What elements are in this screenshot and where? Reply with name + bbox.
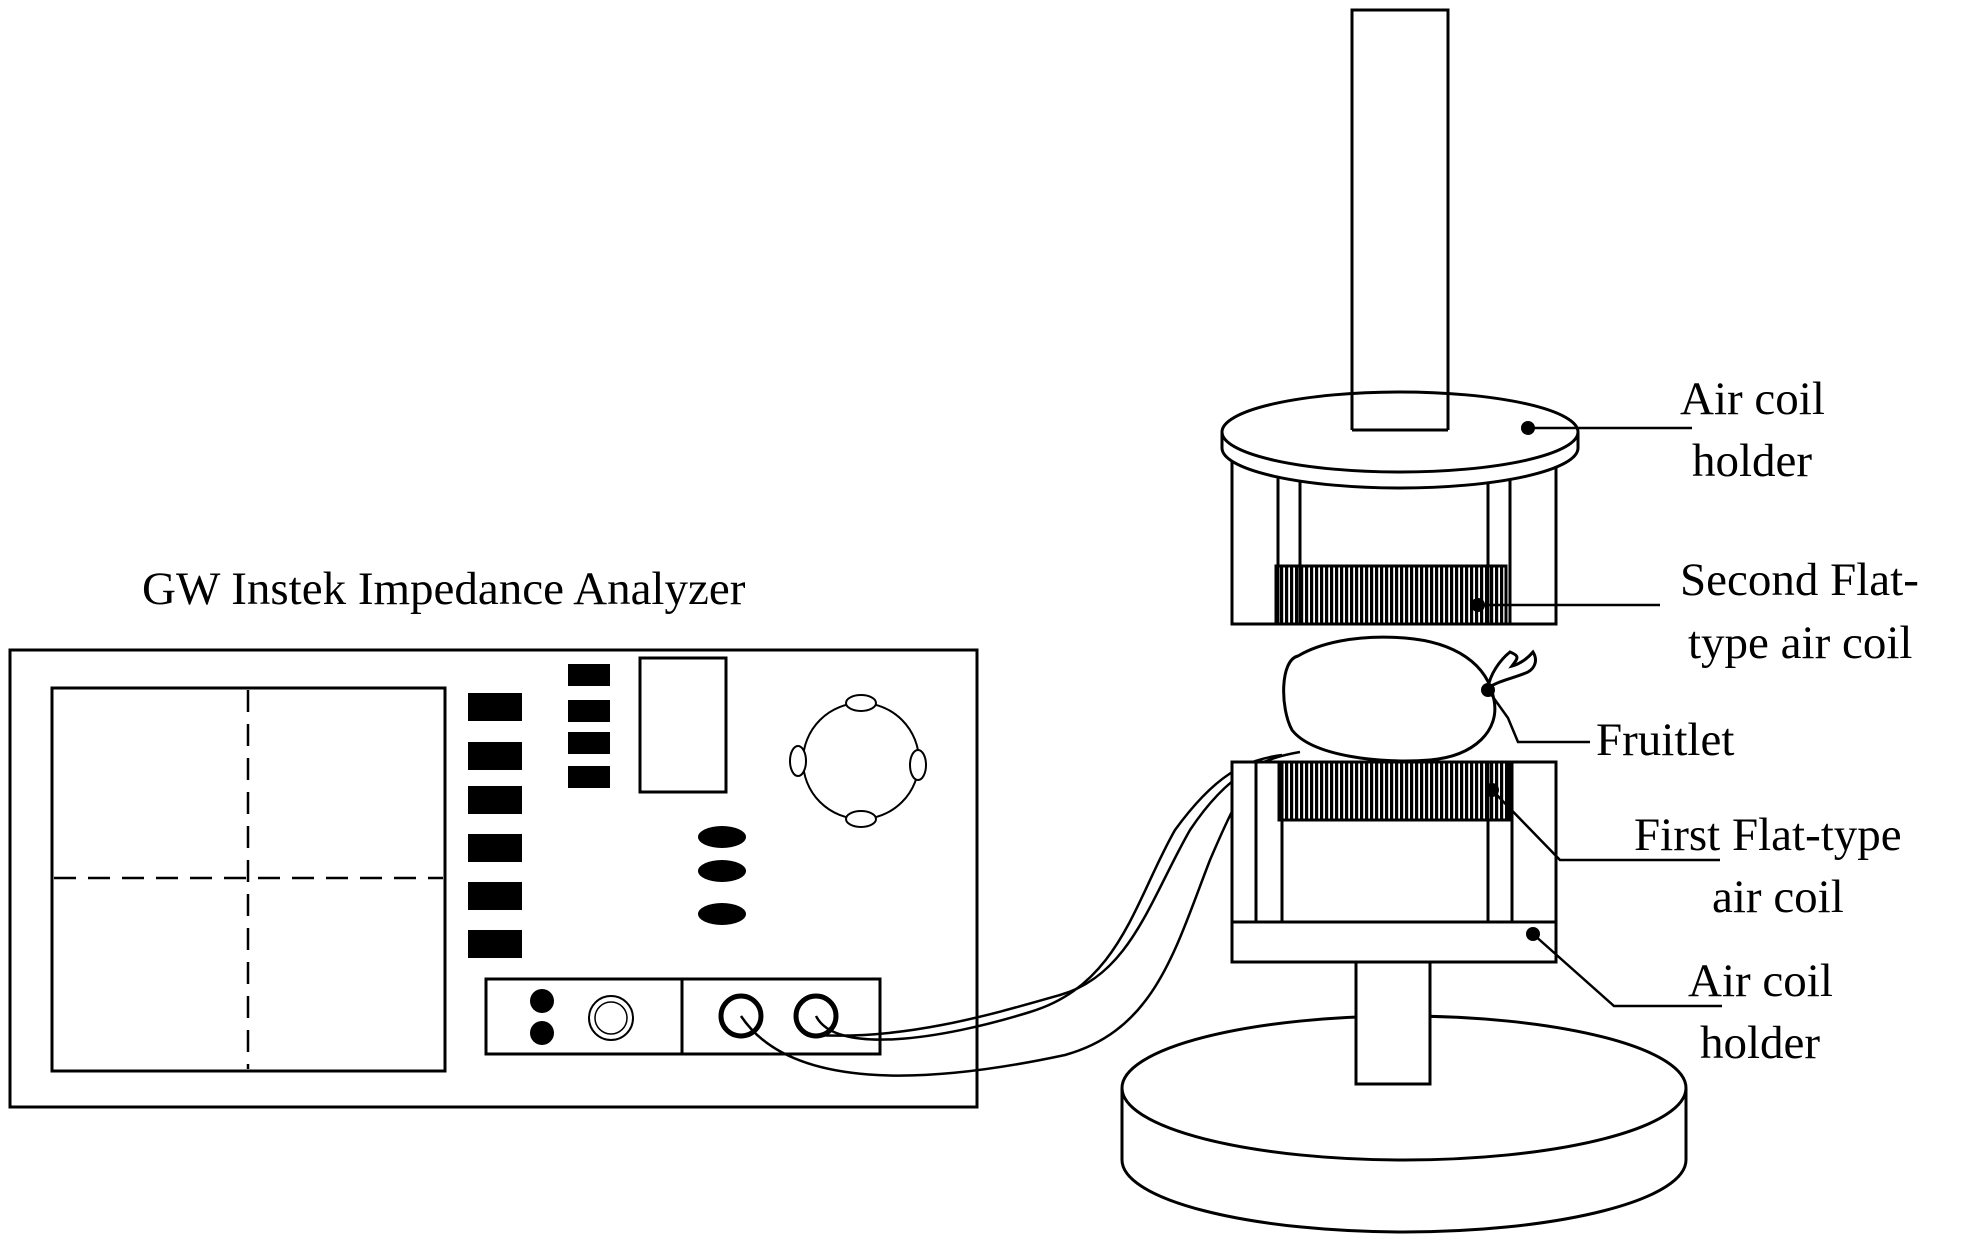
small-key: [568, 664, 610, 686]
label-top-holder-line2: holder: [1692, 435, 1812, 487]
function-key: [468, 742, 522, 770]
function-key: [468, 834, 522, 862]
analyzer-body: [8, 648, 979, 1109]
label-first-coil-line2: air coil: [1712, 871, 1844, 923]
dial-ring: [802, 702, 920, 820]
function-key: [468, 786, 522, 814]
fruitlet-stem: [1486, 649, 1537, 692]
dial-knob: [789, 745, 807, 777]
leader-dot: [1526, 927, 1540, 941]
label-bottom-holder-line2: holder: [1700, 1017, 1820, 1069]
cable: [815, 750, 1301, 1037]
bnc-terminal-left: [718, 993, 764, 1039]
leader-dot: [1471, 598, 1485, 612]
label-second-coil-line1: Second Flat-: [1680, 554, 1919, 606]
second-flat-type-air-coil: [1274, 564, 1508, 626]
knob-inner: [594, 1001, 628, 1035]
cable: [814, 753, 1283, 1041]
small-key: [568, 700, 610, 722]
leader-dots: [1471, 421, 1540, 941]
small-key: [568, 766, 610, 788]
measurement-cables: [739, 750, 1301, 1077]
coil-stand: [1120, 8, 1688, 1234]
dial-knob: [845, 810, 877, 828]
component-labels: Air coil holder Second Flat- type air co…: [1596, 373, 1919, 1069]
leader-dot: [1485, 783, 1499, 797]
small-key: [568, 732, 610, 754]
dial-knob: [909, 749, 927, 781]
cable: [739, 760, 1276, 1077]
label-bottom-holder-line1: Air coil: [1688, 955, 1833, 1007]
impedance-analyzer: GW Instek Impedance Analyzer: [8, 563, 979, 1109]
knob-outer: [588, 995, 634, 1041]
stand-upper-post: [1350, 8, 1450, 432]
function-keys-right: [568, 664, 610, 788]
function-key: [468, 882, 522, 910]
label-fruitlet: Fruitlet: [1596, 714, 1734, 766]
leader-lines: [1478, 426, 1722, 1008]
stand-lower-post: [1354, 960, 1432, 1086]
oval-button: [698, 860, 746, 882]
leader-first-coil: [1491, 789, 1720, 862]
label-top-holder-line1: Air coil: [1680, 373, 1825, 425]
function-key: [468, 930, 522, 958]
fruitlet-body: [1282, 635, 1497, 763]
indicator-dot: [530, 989, 554, 1013]
analyzer-title: GW Instek Impedance Analyzer: [142, 563, 746, 615]
fruitlet: [1282, 635, 1537, 763]
dial-knob: [845, 694, 877, 712]
analyzer-screen: [50, 686, 447, 1073]
leader-dot: [1521, 421, 1535, 435]
upper-holder-disk-top: [1220, 390, 1580, 474]
leader-dot: [1481, 683, 1495, 697]
function-key: [468, 693, 522, 721]
first-flat-type-air-coil: [1277, 760, 1511, 822]
oval-button: [698, 826, 746, 848]
oval-buttons: [698, 826, 746, 925]
label-second-coil-line2: type air coil: [1688, 617, 1912, 669]
leader-fruitlet: [1486, 689, 1590, 744]
analyzer-display-window: [638, 656, 728, 794]
leader-bottom-holder: [1532, 933, 1722, 1008]
rotary-dial: [789, 694, 927, 828]
function-keys-left: [468, 693, 522, 958]
oval-button: [698, 903, 746, 925]
lower-air-coil-holder: [1230, 920, 1558, 964]
label-first-coil-line1: First Flat-type: [1634, 809, 1902, 861]
indicator-dot: [530, 1021, 554, 1045]
